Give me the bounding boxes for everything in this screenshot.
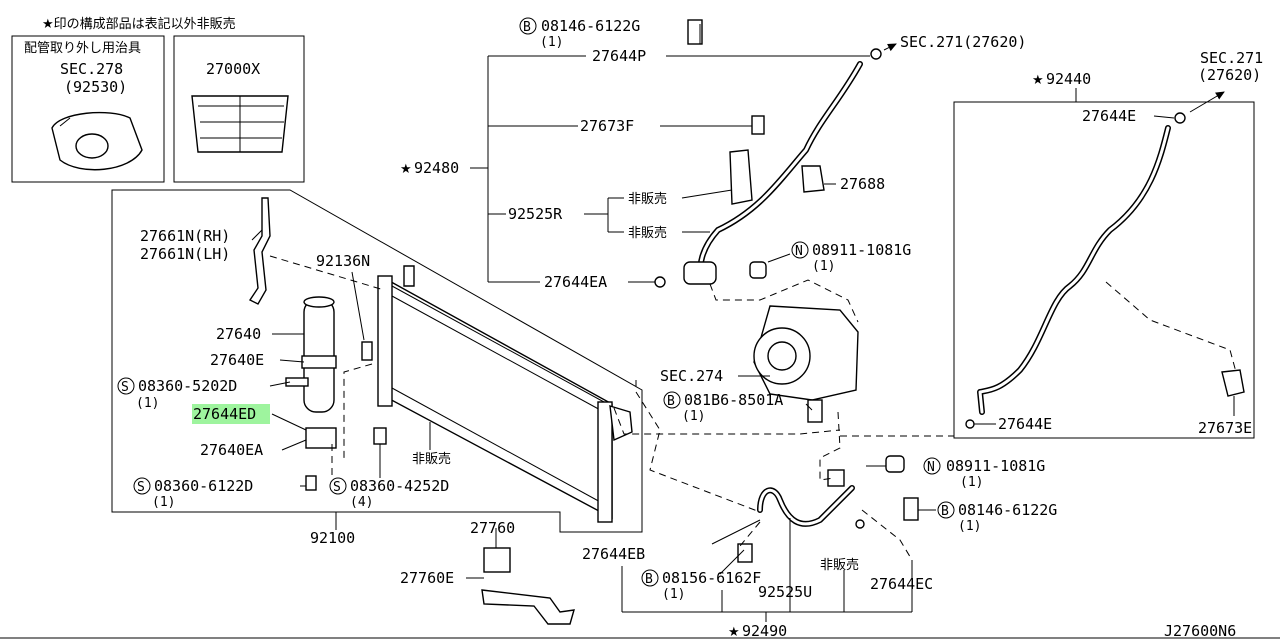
label-27644EB: 27644EB [582, 545, 645, 563]
label-27673E: 27673E [1198, 419, 1252, 437]
label-92525U: 92525U [758, 583, 812, 601]
pipe-92525U-drawing [737, 455, 919, 563]
label-27661N-rh: 27661N(RH) [140, 227, 230, 245]
filter-drawing [191, 95, 289, 153]
label-27644EC: 27644EC [870, 575, 933, 593]
label-08146-6122G: 08146-6122G [541, 17, 640, 35]
nut-marker-icon: N [927, 460, 935, 475]
label-27644ED: 27644ED [193, 405, 256, 423]
label-27760E: 27760E [400, 569, 454, 587]
bracket-27661N-drawing [248, 197, 271, 305]
label-92525R: 92525R [508, 205, 563, 223]
screw-marker-icon: S [333, 480, 341, 495]
star-marker-icon: ★ [400, 162, 412, 177]
label-hanbai-1: 非販売 [628, 191, 667, 207]
markers: B N S S S B N B B [117, 17, 955, 587]
label-08146-6122G-mid: 08146-6122G [958, 501, 1057, 519]
part-labels: 08146-6122G (1) 27644P SEC.271(27620) 27… [136, 17, 1263, 640]
qty-08360-4252D: (4) [350, 495, 373, 510]
label-27644E-top: 27644E [1082, 107, 1136, 125]
pipe-92480-drawing [654, 19, 882, 288]
drawing-number: J27600N6 [1164, 622, 1236, 640]
condenser-drawing [377, 265, 633, 523]
highlight-27644ED [192, 404, 270, 424]
tool-box: 配管取り外し用治具 SEC.278 (92530) [11, 35, 165, 183]
qty-081B6-8501A: (1) [682, 409, 705, 424]
label-08911-1081G-mid: 08911-1081G [946, 457, 1045, 475]
label-27640EA: 27640EA [200, 441, 263, 459]
qty-08146-6122G-mid: (1) [958, 519, 981, 534]
label-081B6-8501A: 081B6-8501A [684, 391, 783, 409]
qty-08911-1081G-mid: (1) [960, 475, 983, 490]
label-92490: 92490 [742, 622, 787, 640]
label-sec271-b: SEC.271 [1200, 49, 1263, 67]
label-92136N: 92136N [316, 252, 370, 270]
tool-box-title: 配管取り外し用治具 [24, 41, 141, 56]
label-08360-5202D: 08360-5202D [138, 377, 237, 395]
qty-08156-6162F: (1) [662, 587, 685, 602]
nut-marker-icon: N [795, 244, 803, 259]
condenser-group-outline [111, 189, 643, 533]
label-27640: 27640 [216, 325, 261, 343]
label-92100: 92100 [310, 529, 355, 547]
label-27688: 27688 [840, 175, 885, 193]
screw-marker-icon: S [121, 380, 129, 395]
part-box-27000X: 27000X [173, 35, 305, 183]
tool-box-frame [11, 35, 165, 183]
receiver-tank-drawing [301, 296, 337, 449]
bolt-marker-icon: B [523, 20, 531, 35]
pipe-tool-drawing [51, 111, 143, 171]
note-text: ★印の構成部品は表記以外非販売 [42, 16, 236, 32]
label-08360-4252D: 08360-4252D [350, 477, 449, 495]
leader-lines [251, 24, 1235, 622]
qty-08360-6122D: (1) [152, 495, 175, 510]
label-27644EA: 27644EA [544, 273, 607, 291]
label-08360-6122D: 08360-6122D [154, 477, 253, 495]
qty-08360-5202D: (1) [136, 396, 159, 411]
label-27640E: 27640E [210, 351, 264, 369]
label-sec274: SEC.274 [660, 367, 723, 385]
label-92480: 92480 [414, 159, 459, 177]
screw-marker-icon: S [137, 480, 145, 495]
label-27661N-lh: 27661N(LH) [140, 245, 230, 263]
tool-box-ref: SEC.278 [60, 60, 123, 78]
bolt-marker-icon: B [941, 504, 949, 519]
bolt-marker-icon: B [645, 572, 653, 587]
label-hanbai-3: 非販売 [412, 451, 451, 467]
label-08911-1081G-top: 08911-1081G [812, 241, 911, 259]
pipe-92440-frame [953, 101, 1255, 439]
part-box-code: 27000X [206, 60, 260, 78]
bolts-drawing [285, 341, 387, 491]
dashed-connections [269, 255, 1237, 561]
label-sec271-a: SEC.271(27620) [900, 33, 1026, 51]
compressor-drawing [753, 305, 859, 423]
label-hanbai-4: 非販売 [820, 557, 859, 573]
label-27760: 27760 [470, 519, 515, 537]
label-sec271-b-sub: (27620) [1198, 66, 1261, 84]
qty-08146-6122G: (1) [540, 35, 563, 50]
bolt-marker-icon: B [667, 394, 675, 409]
label-92440: 92440 [1046, 70, 1091, 88]
star-marker-icon: ★ [728, 625, 740, 640]
star-marker-icon: ★ [1032, 73, 1044, 88]
label-08156-6162F: 08156-6162F [662, 569, 761, 587]
label-27644P: 27644P [592, 47, 646, 65]
qty-08911-1081G-top: (1) [812, 259, 835, 274]
pipe-92440-drawing [965, 112, 1245, 429]
bracket-27760-drawing [481, 547, 575, 625]
part-box-frame [173, 35, 305, 183]
label-27673F: 27673F [580, 117, 634, 135]
label-27644E-bottom: 27644E [998, 415, 1052, 433]
tool-box-ref-sub: (92530) [64, 78, 127, 96]
label-hanbai-2: 非販売 [628, 225, 667, 241]
